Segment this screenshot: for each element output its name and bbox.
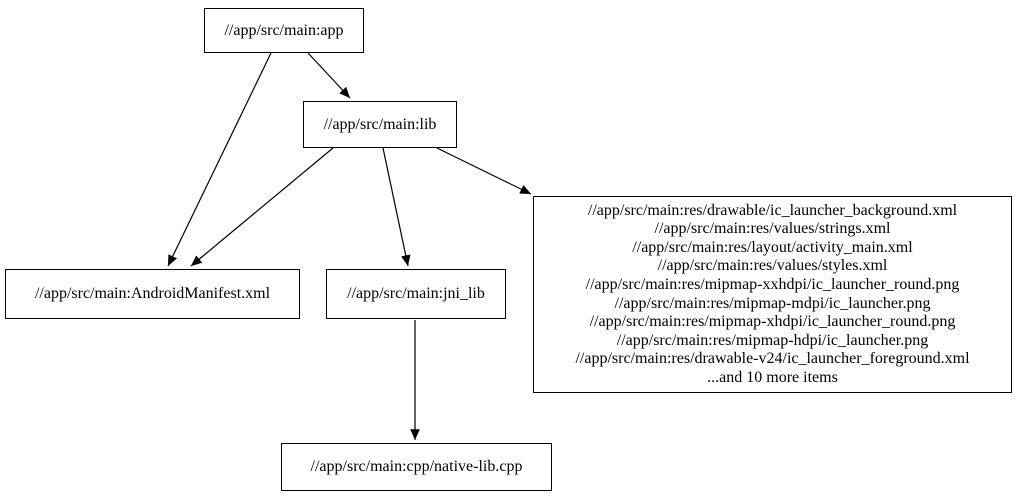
graph-node-native-lib: //app/src/main:cpp/native-lib.cpp	[281, 443, 552, 491]
res-group-line: //app/src/main:res/drawable-v24/ic_launc…	[575, 350, 970, 368]
res-group-line: //app/src/main:res/drawable/ic_launcher_…	[587, 201, 958, 219]
res-group-line: //app/src/main:res/mipmap-xxhdpi/ic_laun…	[585, 275, 960, 293]
res-group-line: //app/src/main:res/mipmap-mdpi/ic_launch…	[614, 294, 931, 312]
graph-node-app: //app/src/main:app	[204, 8, 364, 53]
graph-node-android-manifest: //app/src/main:AndroidManifest.xml	[5, 269, 300, 319]
graph-node-android-manifest-label: //app/src/main:AndroidManifest.xml	[34, 285, 271, 302]
res-group-line: //app/src/main:res/mipmap-xhdpi/ic_launc…	[589, 313, 956, 331]
graph-node-jni-lib-label: //app/src/main:jni_lib	[347, 285, 485, 302]
edge-lib-to-manifest	[190, 147, 334, 267]
edge-lib-to-res-group	[436, 147, 532, 195]
graph-node-app-label: //app/src/main:app	[224, 21, 344, 39]
edge-lib-to-jni-lib	[382, 147, 411, 267]
graph-node-res-group: //app/src/main:res/drawable/ic_launcher_…	[533, 196, 1012, 393]
res-group-line: //app/src/main:res/values/strings.xml	[654, 220, 891, 238]
graph-node-lib-label: //app/src/main:lib	[323, 115, 437, 133]
graph-node-jni-lib: //app/src/main:jni_lib	[326, 269, 506, 319]
res-group-line: //app/src/main:res/values/styles.xml	[657, 257, 888, 275]
res-group-more-items: ...and 10 more items	[707, 368, 838, 386]
edge-app-to-lib	[307, 52, 351, 99]
graph-node-lib: //app/src/main:lib	[303, 101, 457, 148]
edge-app-to-manifest	[167, 52, 272, 267]
res-group-line: //app/src/main:res/mipmap-hdpi/ic_launch…	[616, 331, 929, 349]
graph-node-native-lib-label: //app/src/main:cpp/native-lib.cpp	[310, 458, 523, 475]
res-group-line: //app/src/main:res/layout/activity_main.…	[632, 238, 913, 256]
